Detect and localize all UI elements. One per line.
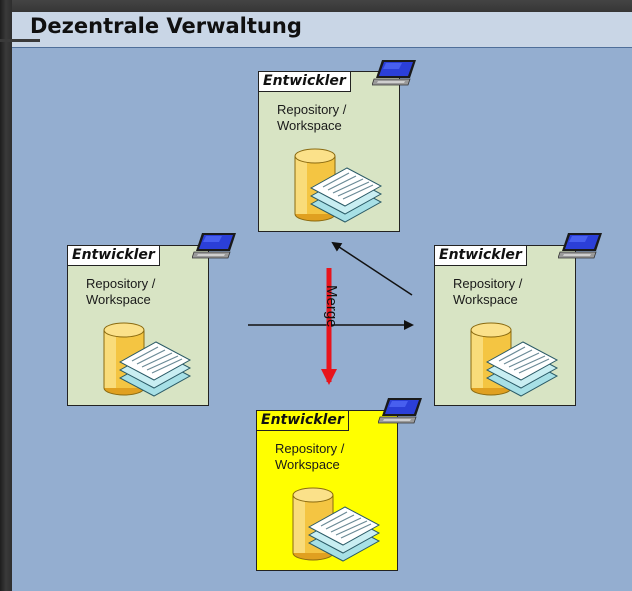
repository-text: Repository /: [453, 276, 523, 291]
repository-text: Repository /: [275, 441, 345, 456]
repository-text: Repository /: [86, 276, 156, 291]
workspace-text: Workspace: [86, 292, 151, 307]
laptop-icon: [378, 398, 422, 424]
slide-title: Dezentrale Verwaltung: [30, 14, 302, 38]
repository-text: Repository /: [277, 102, 347, 117]
developer-node-right: Entwickler Repository / Workspace: [434, 245, 576, 406]
laptop-icon: [192, 233, 236, 259]
developer-label: Entwickler: [68, 246, 160, 266]
repository-workspace-text: Repository / Workspace: [453, 276, 563, 308]
developer-label: Entwickler: [259, 72, 351, 92]
developer-node-bottom: Entwickler Repository / Workspace: [256, 410, 398, 571]
repository-documents-icon: [103, 322, 192, 397]
workspace-text: Workspace: [453, 292, 518, 307]
repository-workspace-text: Repository / Workspace: [86, 276, 196, 308]
workspace-text: Workspace: [275, 457, 340, 472]
repository-documents-icon: [292, 487, 381, 562]
developer-node-left: Entwickler Repository / Workspace: [67, 245, 209, 406]
header-accent-line: [0, 39, 40, 42]
laptop-icon: [558, 233, 602, 259]
repository-documents-icon: [470, 322, 559, 397]
laptop-icon: [372, 60, 416, 86]
top-frame-strip: [0, 0, 632, 12]
repository-documents-icon: [294, 148, 383, 223]
left-frame-strip: [0, 0, 12, 591]
developer-node-top: Entwickler Repository / Workspace: [258, 71, 400, 232]
repository-workspace-text: Repository / Workspace: [277, 102, 387, 134]
repository-workspace-text: Repository / Workspace: [275, 441, 385, 473]
workspace-text: Workspace: [277, 118, 342, 133]
developer-label: Entwickler: [435, 246, 527, 266]
merge-label: Merge: [323, 285, 340, 328]
header-bar: [12, 12, 632, 48]
developer-label: Entwickler: [257, 411, 349, 431]
